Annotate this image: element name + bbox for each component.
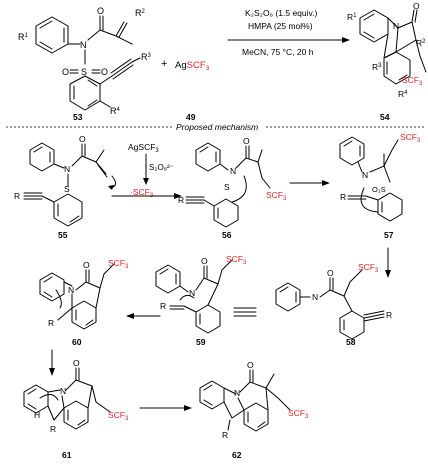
n-atom: N [80,40,87,50]
label-58: 58 [346,337,356,347]
r2-label: R2 [135,8,146,18]
product-r4: R4 [398,89,408,99]
product-r1: R1 [347,12,357,22]
label-55: 55 [58,230,68,240]
s-atom: S [81,67,87,77]
svg-text:O: O [83,260,90,270]
so2-o1: O [62,67,69,77]
product-r2: R2 [416,38,426,48]
svg-text:S: S [224,182,230,192]
label-60: 60 [72,337,82,347]
label-61: 61 [62,450,72,460]
intermediate-61: N O H R SCF3 [23,358,129,434]
mech-agscf3: AgSCF3 [128,142,159,154]
r4-label: R4 [110,106,121,116]
mech56-scf3: SCF3 [266,190,287,202]
product-o: O [413,1,420,11]
equivalent-sign [233,307,257,317]
mech57-scf3: SCF3 [400,132,421,144]
svg-text:N: N [312,292,318,302]
svg-text:R: R [48,318,54,328]
svg-text:R: R [50,424,56,434]
intermediate-57: N O₂S R SCF3 [339,132,421,222]
product-r3: R3 [372,62,382,72]
label-56: 56 [222,230,232,240]
mech58-scf3: SCF3 [358,262,379,274]
mech62-scf3: SCF3 [288,408,309,420]
svg-text:N: N [362,170,368,180]
label-49: 49 [186,112,196,122]
svg-text:R: R [14,191,20,201]
svg-text:N: N [189,288,195,298]
label-57: 57 [384,230,394,240]
mech-scf3-radical: ·SCF3 [130,187,154,199]
product-n: N [393,21,399,31]
svg-text:O: O [243,136,250,146]
reagent-agscf3: AgSCF3 [175,60,210,72]
svg-text:N: N [230,166,236,176]
conditions-line2: HMPA (25 mol%) [248,21,313,31]
mech59-scf3: SCF3 [226,254,247,266]
svg-text:O: O [79,134,86,144]
svg-text:R: R [178,195,184,205]
conditions-line1: K₂S₂O₈ (1.5 equiv.) [245,8,317,18]
plus-sign: + [161,58,167,70]
r3-label: R3 [141,52,152,62]
svg-text:R: R [160,301,166,311]
label-53: 53 [73,112,83,122]
intermediate-59: N O R SCF3 [155,254,247,334]
svg-text:N: N [60,386,66,396]
svg-text:S: S [64,184,70,194]
product-54: R1 N O R3 R2 R4 SCF3 [347,1,427,99]
mech-persulfate: S₂O₈²⁻ [149,163,174,172]
svg-text:O: O [247,360,254,370]
intermediate-58: N O R SCF3 [275,262,392,340]
intermediate-55: N O S R [14,134,116,227]
product-scf3: SCF3 [402,75,423,87]
svg-text:H: H [34,410,40,420]
svg-text:N: N [64,164,70,174]
svg-text:R: R [222,430,228,440]
conditions: K₂S₂O₈ (1.5 equiv.) HMPA (25 mol%) MeCN,… [227,8,350,57]
svg-text:R: R [340,192,346,202]
svg-text:R: R [386,310,392,320]
mech60-scf3: SCF3 [108,258,129,270]
conditions-line3: MeCN, 75 °C, 20 h [242,47,314,57]
reagents-step1: AgSCF3 S₂O₈²⁻ ·SCF3 [111,142,182,199]
svg-text:O: O [73,358,80,368]
o-atom: O [97,6,104,16]
r1-label: R1 [18,32,29,42]
reactant-53: R1 N O R2 S O O R3 R4 [18,6,152,116]
product-62: N O R SCF3 [199,360,309,440]
so2-o2: O [101,67,108,77]
mech61-scf3: SCF3 [108,410,129,422]
svg-text:O: O [201,256,208,266]
svg-text:N: N [68,285,74,295]
label-59: 59 [196,337,206,347]
intermediate-56: N O S R SCF3 [178,136,287,228]
intermediate-60: N O R SCF3 [39,258,129,330]
svg-text:O₂S: O₂S [372,185,386,194]
svg-text:N: N [234,388,240,398]
mechanism-title: Proposed mechanism [176,122,258,132]
svg-text:O: O [327,268,334,278]
label-62: 62 [232,450,242,460]
label-54: 54 [380,112,390,122]
